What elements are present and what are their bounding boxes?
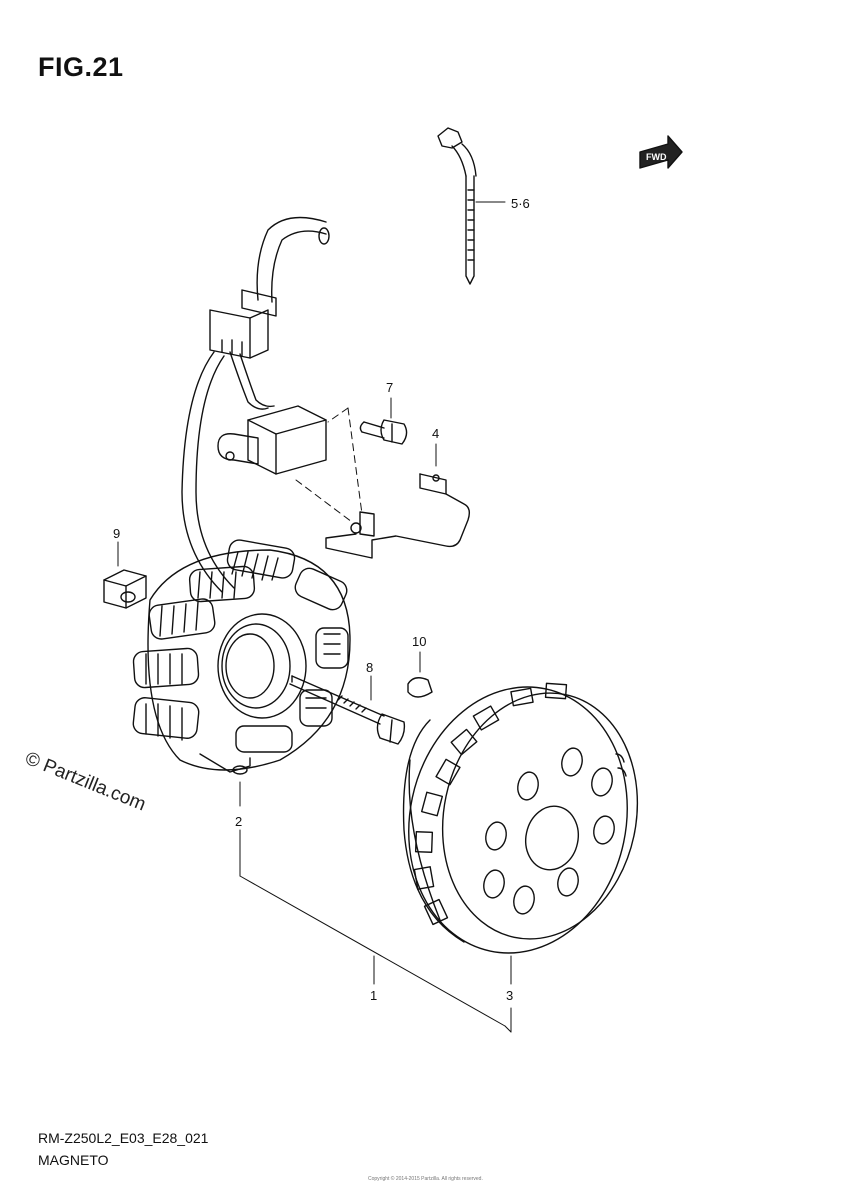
callout-1: 1 bbox=[370, 988, 377, 1003]
fwd-arrow-icon: FWD bbox=[639, 135, 683, 169]
rotor-part-3 bbox=[402, 682, 639, 985]
figure-title: FIG.21 bbox=[38, 52, 124, 82]
bolt-part-7 bbox=[359, 397, 408, 445]
callout-7: 7 bbox=[386, 380, 393, 395]
nut-part-9 bbox=[103, 541, 147, 609]
stator-part-2 bbox=[132, 539, 351, 807]
callout-3: 3 bbox=[506, 988, 513, 1003]
bolt-part-8 bbox=[289, 675, 406, 745]
model-code: RM-Z250L2_E03_E28_021 bbox=[38, 1130, 209, 1146]
callout-4: 4 bbox=[432, 426, 439, 441]
wire-harness bbox=[181, 216, 330, 593]
key-part-10 bbox=[407, 651, 433, 698]
fwd-label: FWD bbox=[646, 152, 667, 162]
callout-2: 2 bbox=[235, 814, 242, 829]
assembly-bracket-line bbox=[239, 829, 512, 1033]
alignment-lines bbox=[295, 407, 363, 523]
callout-9: 9 bbox=[113, 526, 120, 541]
rotor-magnets bbox=[413, 682, 568, 926]
stator-coils bbox=[132, 539, 349, 753]
bracket-part-4 bbox=[325, 443, 471, 559]
section-name: MAGNETO bbox=[38, 1152, 109, 1168]
callout-10: 10 bbox=[412, 634, 426, 649]
callout-5-6: 5·6 bbox=[511, 196, 530, 211]
callout-labels: 1 2 3 4 5·6 7 8 9 10 bbox=[113, 196, 530, 1003]
copyright-text: Copyright © 2014-2015 Partzilla. All rig… bbox=[368, 1176, 483, 1182]
callout-8: 8 bbox=[366, 660, 373, 675]
cable-tie-part bbox=[437, 127, 506, 285]
pickup-sensor bbox=[217, 405, 327, 475]
